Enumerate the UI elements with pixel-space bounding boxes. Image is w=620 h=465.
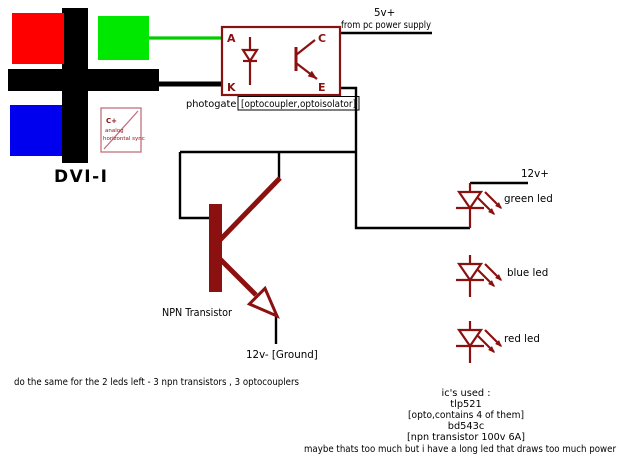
dvi-cross-horizontal-bar [8, 69, 159, 91]
npn-collector-lead [218, 176, 282, 242]
photo-transistor-emitter-arrow [307, 70, 317, 79]
photo-transistor-collector [295, 39, 316, 56]
wires [149, 31, 528, 344]
opto-emitter-to-led-wire [340, 86, 470, 230]
sync-pad-text-line3: horizontal sync [103, 136, 145, 142]
sync-pad-slash [103, 110, 139, 150]
note-bottom-left: do the same for the 2 leds left - 3 npn … [14, 377, 299, 388]
opto-pin-a: A [227, 32, 236, 45]
opto-led-symbol [240, 37, 260, 85]
dvi-blue-pad [10, 105, 62, 156]
optocoupler: A C K E photogate [optocoupler,optoisola… [186, 25, 360, 111]
npn-emitter-arrow [246, 285, 280, 319]
ic1-detail: [opto,contains 4 of them] [408, 410, 524, 421]
notes: do the same for the 2 leds left - 3 npn … [14, 377, 616, 455]
photogate-caption-box [237, 96, 360, 111]
dvi-sync-pad [100, 107, 142, 153]
led-triangle [456, 190, 484, 210]
led-green-symbol: green led [456, 183, 553, 228]
photogate-caption-boxed: [optocoupler,optoisolator] [241, 99, 356, 110]
opto-led-triangle [240, 48, 260, 64]
ic1-name: tlp521 [450, 399, 481, 410]
ground-label: 12v- [Ground] [246, 349, 318, 361]
led-emission-arrowhead-1 [488, 346, 495, 353]
opto-pin-c: C [318, 32, 326, 45]
optocoupler-box [220, 25, 342, 97]
opto-pin-k: K [227, 81, 236, 94]
supply-5v-label: 5v+ [374, 7, 395, 19]
dvi-green-pad [98, 16, 149, 60]
photogate-caption: photogate [186, 99, 236, 110]
led-red-symbol: red led [456, 321, 540, 363]
supply-5v-source-label: from pc power supply [341, 20, 431, 31]
led-red-label: red led [504, 333, 540, 345]
npn-label: NPN Transistor [162, 307, 233, 319]
opto-phototransistor-symbol [294, 39, 318, 80]
ic2-name: bd543c [448, 421, 485, 432]
sync-pad-text-line1: C+ [106, 117, 117, 125]
ics-title: ic's used : [442, 388, 491, 399]
dvi-label: DVI-I [54, 167, 108, 187]
led-emission-arrowhead-1 [488, 208, 495, 215]
led-emission-arrowhead-1 [488, 280, 495, 287]
rail-12v-label: 12v+ [521, 168, 549, 180]
ic2-detail: [npn transistor 100v 6A] [407, 432, 525, 443]
led-emission-arrowhead-2 [495, 274, 502, 281]
led-triangle [456, 262, 484, 282]
dvi-red-pad [12, 13, 64, 64]
opto-pin-e: E [318, 81, 326, 94]
led-emission-arrowhead-2 [495, 340, 502, 347]
base-wire [178, 152, 209, 220]
note-warning: maybe thats too much but i have a long l… [304, 444, 616, 455]
led-blue-label: blue led [507, 267, 548, 279]
npn-base-bar [209, 204, 222, 292]
led-triangle [456, 328, 484, 348]
led-emission-arrowhead-2 [495, 202, 502, 209]
sync-pad-text-line2: analog [105, 128, 124, 134]
npn-transistor: NPN Transistor [162, 176, 282, 319]
npn-emitter-lead [218, 257, 258, 297]
led-blue-symbol: blue led [456, 255, 548, 297]
led-green-label: green led [504, 193, 553, 205]
dvi-connector: C+ analog horizontal sync DVI-I [8, 8, 159, 187]
